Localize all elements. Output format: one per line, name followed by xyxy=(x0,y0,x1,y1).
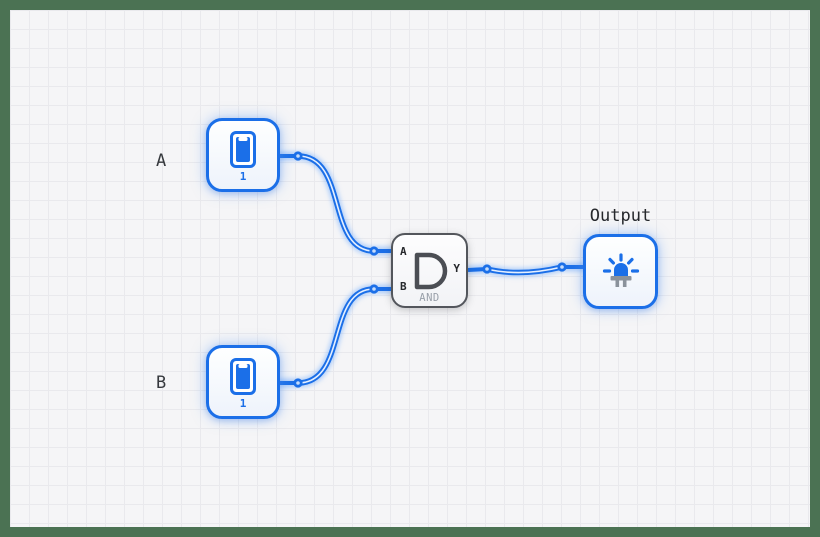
switch-b-value: 1 xyxy=(239,397,247,410)
port-dot xyxy=(293,378,303,388)
gate-port-a: A xyxy=(400,245,407,258)
toggle-switch-icon[interactable] xyxy=(230,358,256,395)
port-dot xyxy=(369,284,379,294)
node-switch-b[interactable]: 1 xyxy=(206,345,280,419)
port-dot xyxy=(293,151,303,161)
wire-switch-b-to-gate[interactable] xyxy=(280,286,391,386)
switch-a-label: A xyxy=(156,151,167,171)
gate-name-label: AND xyxy=(419,292,440,304)
wire-switch-a-to-gate[interactable] xyxy=(280,153,391,254)
node-output-led[interactable] xyxy=(583,234,658,309)
and-gate-symbol xyxy=(414,252,448,290)
circuit-canvas[interactable]: A B Output 1 1 A B Y xyxy=(10,10,810,527)
node-switch-a[interactable]: 1 xyxy=(206,118,280,192)
wire-gate-to-output[interactable] xyxy=(467,264,583,276)
toggle-switch-icon[interactable] xyxy=(230,131,256,168)
port-dot xyxy=(482,264,492,274)
node-and-gate[interactable]: A B Y AND xyxy=(391,233,468,308)
led-icon xyxy=(602,252,639,287)
port-dot xyxy=(557,262,567,272)
gate-port-b: B xyxy=(400,280,407,293)
switch-a-value: 1 xyxy=(239,170,247,183)
gate-port-y: Y xyxy=(453,262,460,275)
switch-b-label: B xyxy=(156,373,167,393)
port-dot xyxy=(369,246,379,256)
output-label: Output xyxy=(589,206,652,226)
